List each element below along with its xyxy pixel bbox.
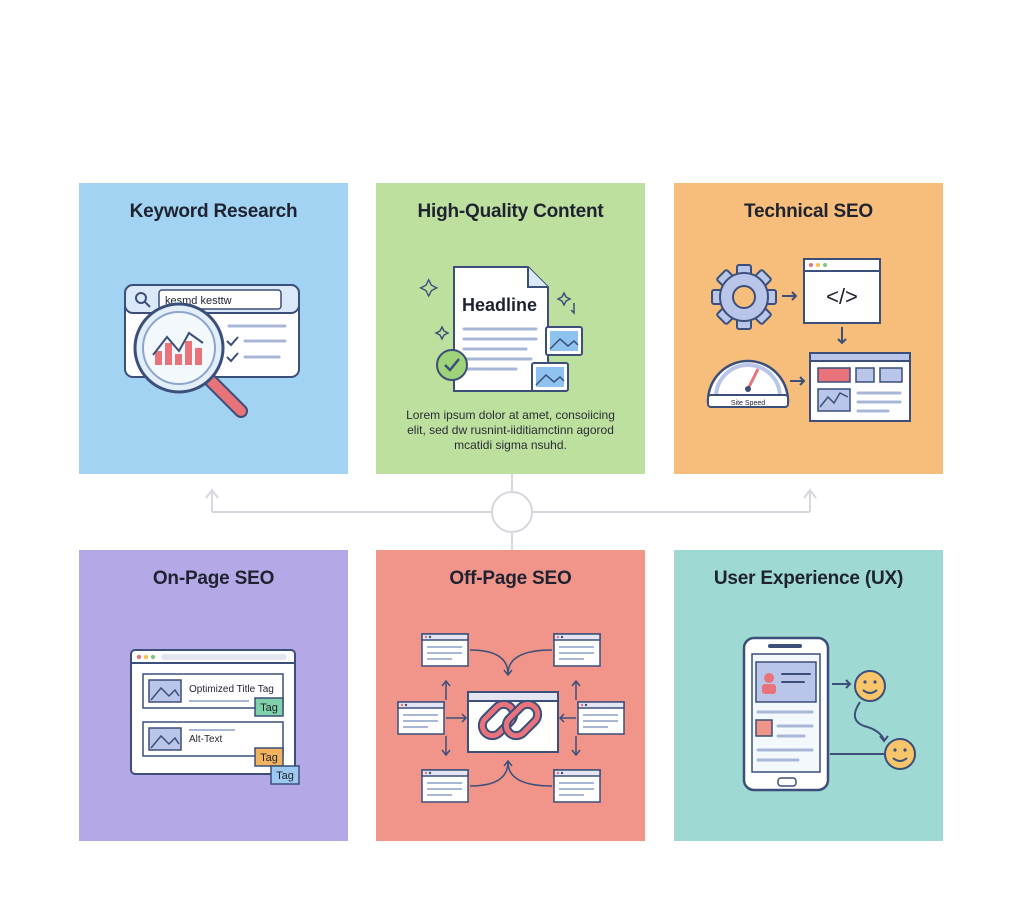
svg-text:Tag: Tag xyxy=(260,752,278,764)
website-icon xyxy=(421,769,469,803)
card-title: Keyword Research xyxy=(129,201,298,222)
card-title: Technical SEO xyxy=(743,201,874,222)
gauge-label: Site Speed xyxy=(731,400,765,407)
svg-text:Tag: Tag xyxy=(276,770,294,782)
tag-badge: Tag xyxy=(254,747,284,767)
card-technical-seo: Technical SEO </> xyxy=(674,183,943,474)
check-circle-icon xyxy=(436,349,468,381)
card-title: High-Quality Content xyxy=(417,201,604,222)
arrow-right-icon xyxy=(782,291,798,301)
headline-text: Headline xyxy=(462,295,537,315)
document-icon: Headline xyxy=(453,266,549,392)
code-symbol: </> xyxy=(826,284,858,309)
ux-illustration xyxy=(742,636,916,792)
smiley-icon xyxy=(884,738,916,770)
image-icon xyxy=(531,362,569,392)
website-icon xyxy=(577,701,625,735)
bar-chart-icon xyxy=(152,331,204,365)
arrow-icons xyxy=(441,649,581,787)
arrow-right-icon xyxy=(832,679,852,689)
link-chain-icon xyxy=(477,699,543,741)
onpage-illustration: Optimized Title Tag Tag Alt-Text Tag Tag xyxy=(130,649,300,785)
offpage-illustration xyxy=(397,633,625,803)
flow-arrow-icon xyxy=(830,701,889,755)
title-tag-label: Optimized Title Tag xyxy=(189,684,274,695)
lorem-paragraph: Lorem ipsum dolor at amet, consoiicing e… xyxy=(406,408,615,452)
image-icon xyxy=(545,326,583,356)
gear-icon xyxy=(711,264,777,330)
smiley-icon xyxy=(854,670,886,702)
card-on-page-seo: On-Page SEO Optimized Title Tag Tag Alt-… xyxy=(79,550,348,841)
tag-badge: Tag xyxy=(270,765,300,785)
speed-gauge-icon: Site Speed xyxy=(706,359,790,408)
website-icon xyxy=(553,769,601,803)
arrow-right-icon xyxy=(790,376,806,386)
code-window-icon: </> xyxy=(803,258,881,324)
arrow-down-icon xyxy=(837,327,847,345)
website-icon xyxy=(421,633,469,667)
card-user-experience: User Experience (UX) xyxy=(674,550,943,841)
card-title: User Experience (UX) xyxy=(713,568,904,589)
search-icon xyxy=(135,292,151,308)
content-illustration: Headline xyxy=(419,266,583,392)
checklist-icon xyxy=(226,336,239,363)
tag-badge: Tag xyxy=(254,697,284,717)
website-layout-icon xyxy=(809,352,911,422)
technical-illustration: </> Site Speed xyxy=(706,258,911,422)
website-icon xyxy=(397,701,445,735)
card-title: On-Page SEO xyxy=(152,568,275,589)
sparkle-icon xyxy=(419,278,575,341)
smartphone-icon xyxy=(742,636,830,792)
keyword-illustration: kesmd kesttw xyxy=(124,284,300,418)
card-title: Off-Page SEO xyxy=(449,568,572,589)
card-keyword-research: Keyword Research kesmd kesttw xyxy=(79,183,348,474)
website-icon xyxy=(553,633,601,667)
card-high-quality-content: High-Quality Content Headline xyxy=(376,183,645,474)
card-off-page-seo: Off-Page SEO xyxy=(376,550,645,841)
magnifier-icon xyxy=(133,302,248,418)
alt-text-label: Alt-Text xyxy=(189,734,223,745)
svg-text:Tag: Tag xyxy=(260,702,278,714)
